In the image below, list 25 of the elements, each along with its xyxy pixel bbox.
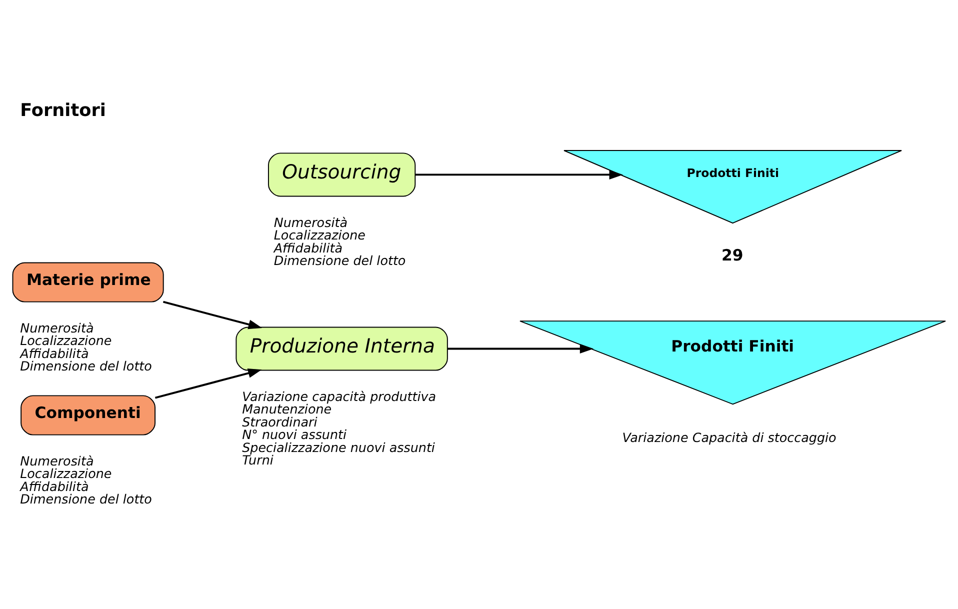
node-box: Componenti <box>20 394 156 435</box>
node-box: Materie prime <box>12 262 164 302</box>
node-label: Variazione Capacità di stoccaggio <box>622 430 836 445</box>
diagram-title: Fornitori <box>20 100 106 120</box>
node-label: Affidabilità <box>20 478 89 494</box>
arrow <box>448 343 594 354</box>
node-box: Outsourcing <box>268 152 416 196</box>
arrow <box>154 368 262 398</box>
node-label: Localizzazione <box>274 227 366 242</box>
node-label: Dimensione del lotto <box>20 358 152 374</box>
node-box: Produzione Interna <box>236 326 448 370</box>
node-label: Specializzazione nuovi assunti <box>242 439 435 454</box>
node-label: Affidabilità <box>274 240 343 255</box>
node-label: Variazione capacità produttiva <box>242 388 436 404</box>
label: 29 <box>722 245 744 264</box>
node-label: N° nuovi assunti <box>242 426 347 442</box>
node-label: Localizzazione <box>20 466 112 481</box>
node-label: Dimensione del lotto <box>274 252 406 268</box>
node-label: Numerosità <box>274 214 348 230</box>
arrow <box>162 300 262 329</box>
node-label: Dimensione del lotto <box>20 491 152 506</box>
node-label: Localizzazione <box>20 332 112 348</box>
node-label: Affidabilità <box>20 345 89 360</box>
arrow <box>416 169 623 179</box>
node-label: Straordinari <box>242 414 318 429</box>
